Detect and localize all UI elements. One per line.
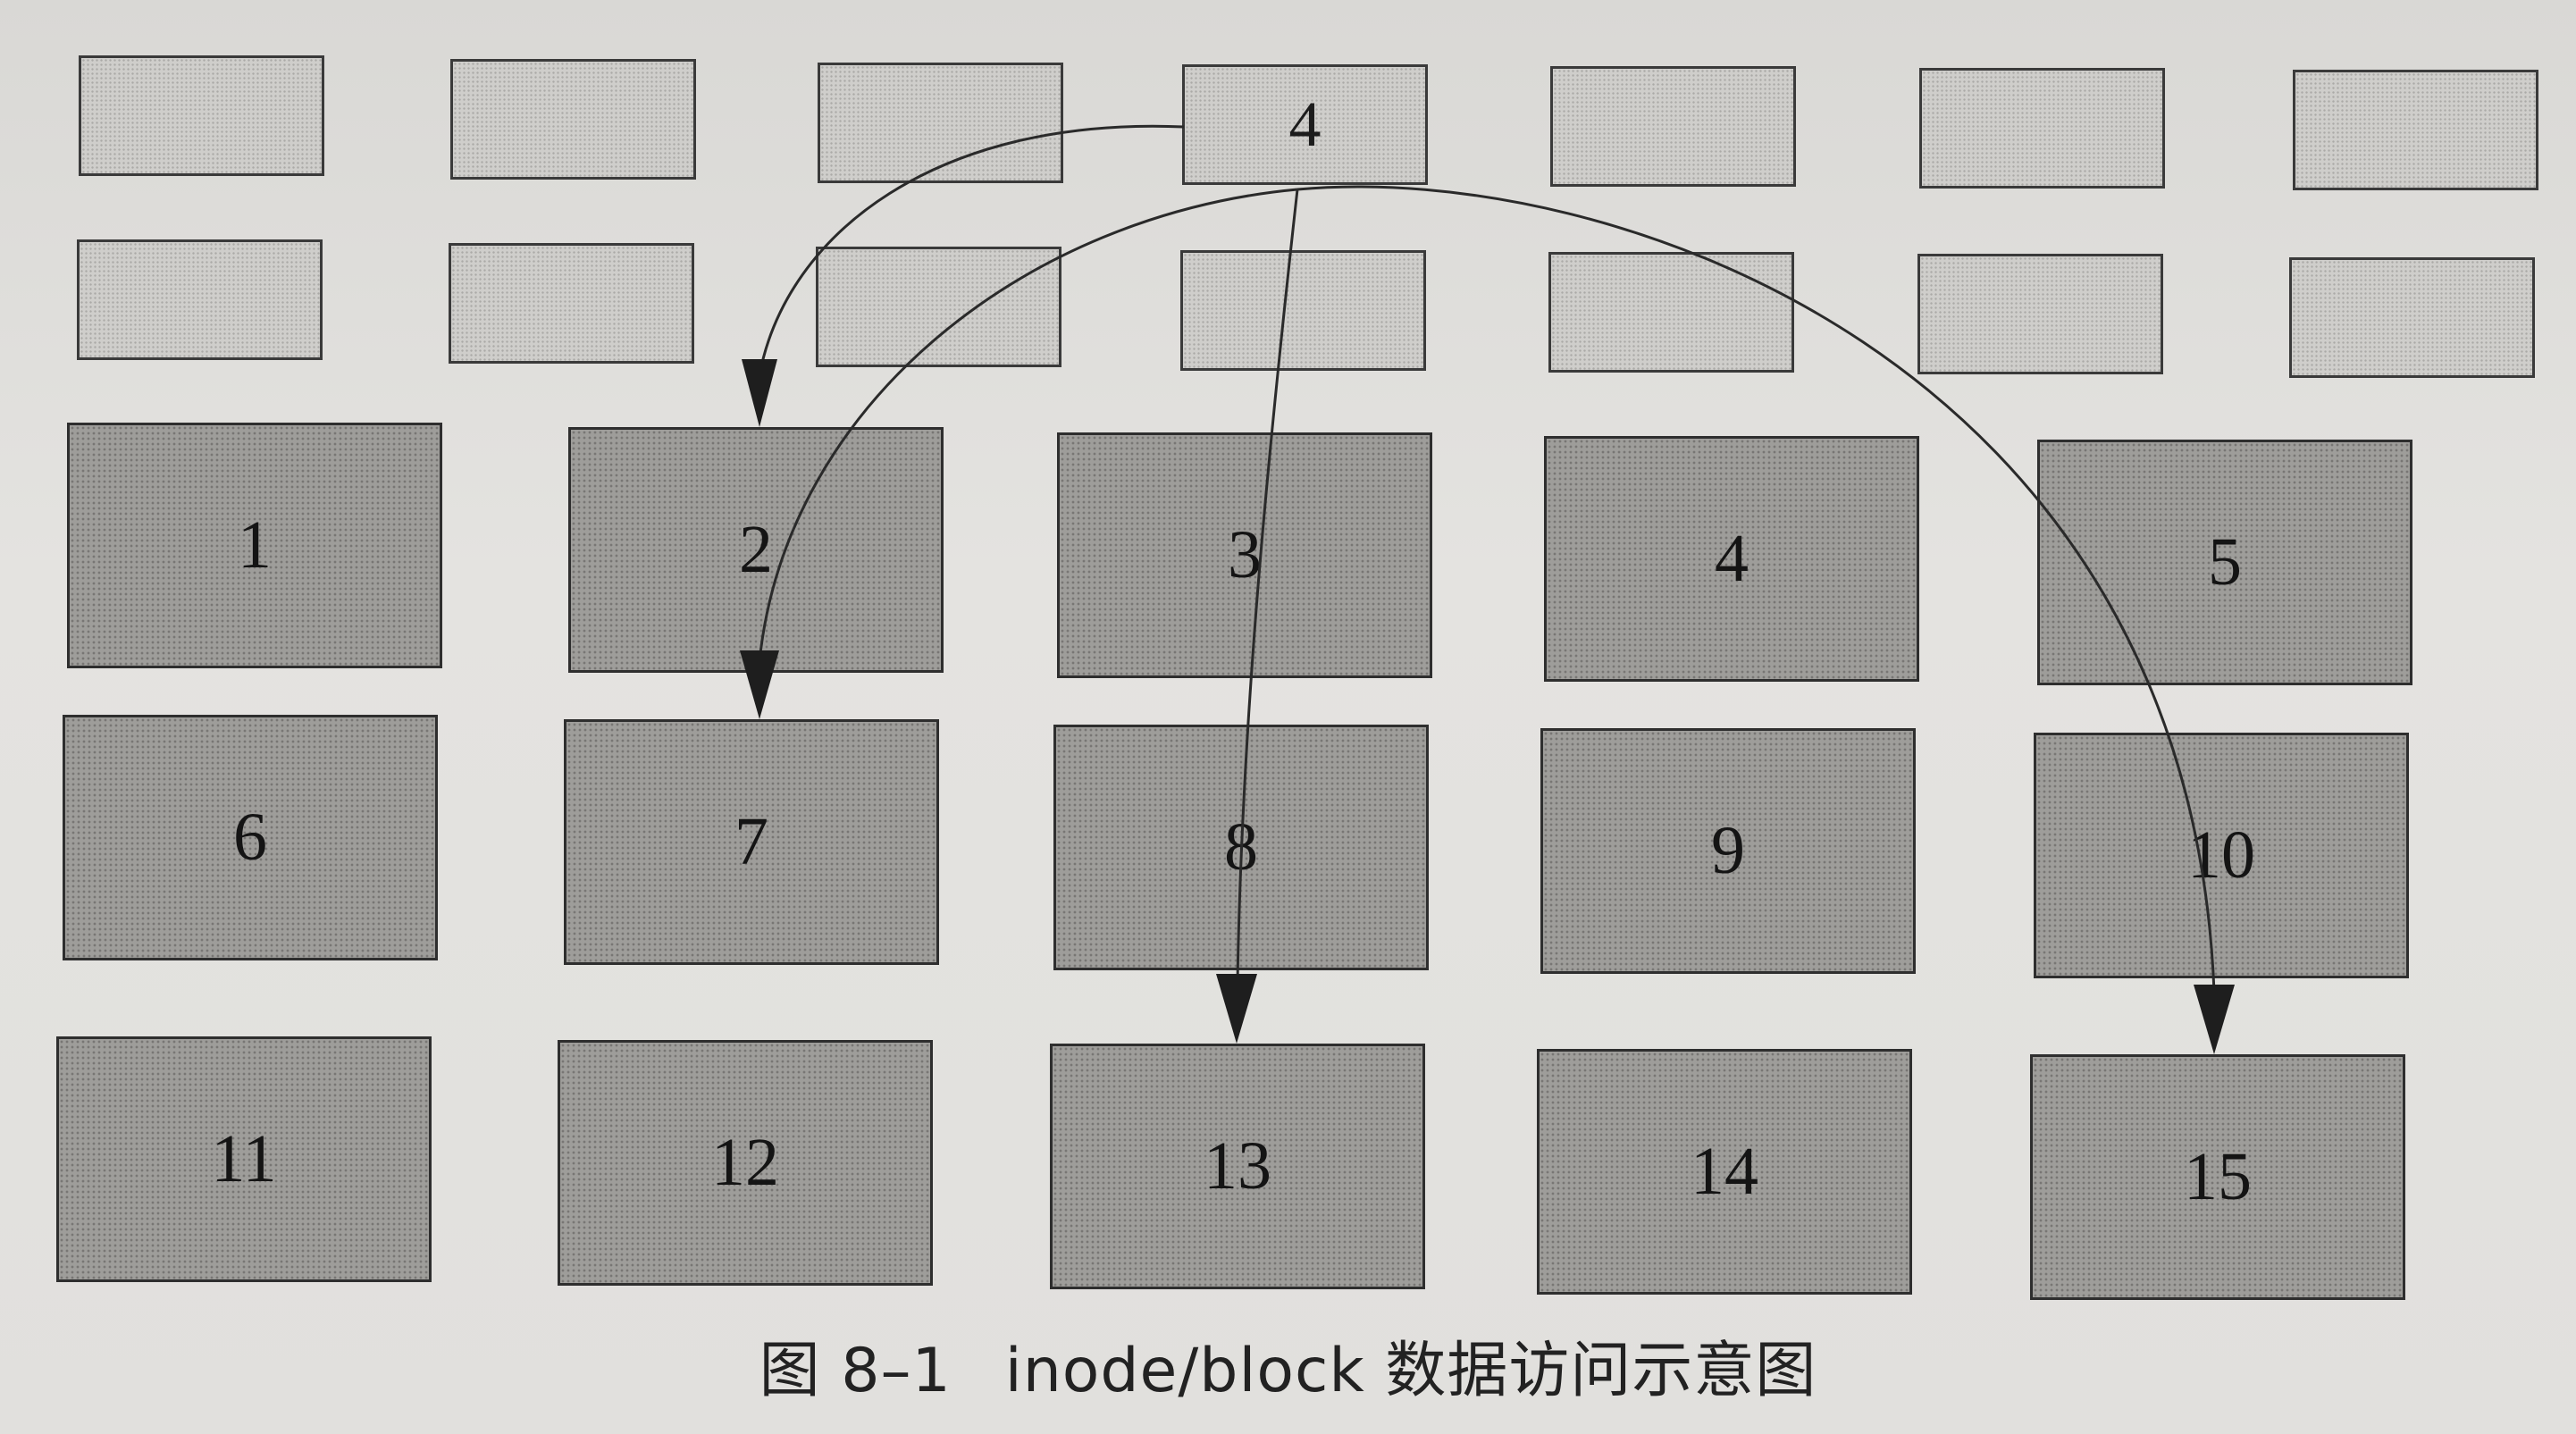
block-5: 5	[2037, 440, 2412, 685]
inode-4: 4	[1182, 64, 1428, 185]
block-8: 8	[1053, 725, 1429, 970]
block-14: 14	[1537, 1049, 1912, 1295]
block-6: 6	[63, 715, 438, 960]
block-4: 4	[1544, 436, 1919, 682]
block-15: 15	[2030, 1054, 2405, 1300]
block-13-label: 13	[1204, 1128, 1271, 1203]
inode-4-label: 4	[1288, 88, 1322, 160]
block-3-label: 3	[1228, 517, 1262, 592]
block-8-label: 8	[1224, 809, 1258, 885]
block-12: 12	[558, 1040, 933, 1286]
inode-r2-c2	[449, 243, 694, 364]
inode-r2-c7	[2289, 257, 2535, 378]
block-3: 3	[1057, 432, 1432, 678]
block-7-label: 7	[734, 804, 768, 879]
block-6-label: 6	[233, 800, 267, 875]
inode-r1-c7	[2293, 70, 2538, 190]
inode-r2-c4	[1180, 250, 1426, 371]
figure-number: 图 8–1	[759, 1336, 952, 1406]
block-11-label: 11	[211, 1121, 277, 1196]
block-2-label: 2	[739, 512, 773, 587]
block-13: 13	[1050, 1044, 1425, 1289]
arrowhead-block-2	[742, 359, 777, 427]
block-1-label: 1	[238, 507, 272, 583]
block-10-label: 10	[2187, 818, 2255, 893]
inode-r2-c6	[1917, 254, 2163, 374]
block-2: 2	[568, 427, 944, 673]
block-10: 10	[2034, 733, 2409, 978]
inode-r1-c3	[818, 63, 1063, 183]
block-4-label: 4	[1715, 521, 1749, 596]
inode-r2-c5	[1548, 252, 1794, 373]
arrowhead-block-15	[2194, 985, 2235, 1054]
inode-r2-c1	[77, 239, 323, 360]
arrowhead-block-13	[1216, 974, 1257, 1044]
block-15-label: 15	[2184, 1139, 2252, 1214]
block-14-label: 14	[1691, 1134, 1758, 1209]
figure-caption-text: inode/block 数据访问示意图	[1004, 1336, 1817, 1406]
block-11: 11	[56, 1036, 432, 1282]
inode-r1-c5	[1550, 66, 1796, 187]
inode-r2-c3	[816, 247, 1061, 367]
inode-r1-c2	[450, 59, 696, 180]
block-5-label: 5	[2208, 524, 2242, 600]
block-9: 9	[1540, 728, 1916, 974]
block-7: 7	[564, 719, 939, 965]
inode-r1-c1	[79, 55, 324, 176]
block-9-label: 9	[1711, 813, 1745, 888]
block-1: 1	[67, 423, 442, 668]
inode-r1-c6	[1919, 68, 2165, 189]
figure-caption: 图 8–1 inode/block 数据访问示意图	[0, 1321, 2576, 1409]
block-12-label: 12	[711, 1125, 779, 1200]
